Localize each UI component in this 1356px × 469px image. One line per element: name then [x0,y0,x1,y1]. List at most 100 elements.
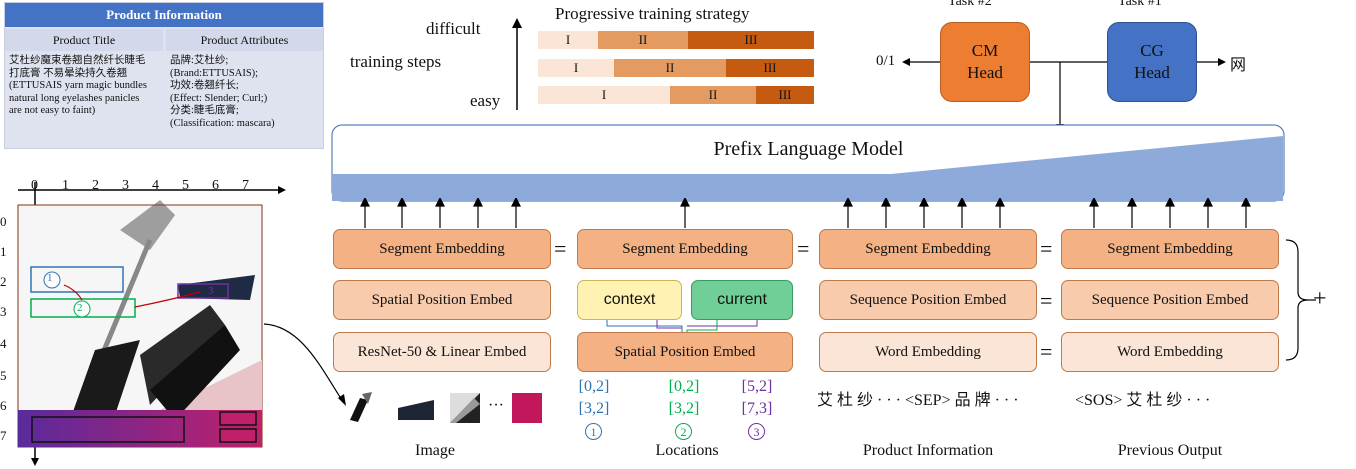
sum-brace [1285,239,1316,361]
box-1 [30,266,124,293]
overlay-num-2: 2 [77,302,83,314]
product-attributes-header: Product Attributes [166,29,323,51]
mascara-wand-illustration [70,200,255,430]
task2-label: Task #2 [948,0,992,9]
y-axis-arrow [31,458,39,466]
previous-segment-embedding: Segment Embedding [1061,229,1279,269]
y-tick-0: 0 [0,214,7,229]
cg-head: CG Head [1107,22,1197,102]
loc3-a: [5,2] [741,378,773,395]
context-current-links [606,320,758,332]
loc3-marker: 3 [748,423,765,440]
overlay-num-1: 1 [47,272,53,284]
product-tokens: 艾 杜 纱 · · · <SEP> 品 牌 · · · [817,392,1019,409]
stage-1: I [538,31,598,49]
locations-label: Locations [655,442,719,459]
product-sequence-position-embed: Sequence Position Embed [819,280,1037,320]
x-tick-2: 2 [92,178,99,193]
stage-2: II [614,59,726,77]
progressive-title: Progressive training strategy [555,4,750,23]
product-title-header: Product Title [5,29,163,51]
equals-3: = [1040,236,1053,261]
red-arrow-1 [63,284,83,301]
loc2-b: [3,2] [668,400,700,417]
loc1-a: [0,2] [578,378,610,395]
product-info-table: Product Information Product Title Produc… [4,2,324,149]
x-tick-6: 6 [212,178,219,193]
locations-spatial-position-embed: Spatial Position Embed [577,332,793,372]
overlay-num-3: 3 [208,285,214,297]
stage-2: II [598,31,688,49]
image-spatial-position-embed: Spatial Position Embed [333,280,551,320]
product-table-title: Product Information [5,3,323,27]
product-attributes-cell: 品牌:艾杜纱; (Brand:ETTUSAIS); 功效:卷翘纤长; (Effe… [170,55,275,129]
grid-image-figure [17,182,286,466]
product-information-label: Product Information [862,442,994,459]
prefix-lm-block [331,124,1285,202]
loc1-marker: 1 [585,423,602,440]
patch-ellipsis: ··· [488,397,504,414]
input-arrows [360,198,1251,228]
stage-1: I [538,59,614,77]
image-resnet-embed: ResNet-50 & Linear Embed [333,332,551,372]
stage-3: III [726,59,814,77]
y-tick-3: 3 [0,304,7,319]
product-segment-embedding: Segment Embedding [819,229,1037,269]
easy-label: easy [470,91,501,110]
product-title-cell: 艾杜纱魔束卷翘自然纤长睫毛 打底膏 不易晕染持久卷翘 (ETTUSAIS yar… [9,55,147,116]
x-tick-1: 1 [62,178,69,193]
previous-sequence-position-embed: Sequence Position Embed [1061,280,1279,320]
locations-segment-embedding: Segment Embedding [577,229,793,269]
y-tick-4: 4 [0,336,7,351]
progress-bar-row-2: I II III [538,59,814,77]
loc3-b: [7,3] [741,400,773,417]
box-3 [177,283,229,299]
image-patches [346,392,542,423]
product-word-embedding: Word Embedding [819,332,1037,372]
cg-output-label: 网 [1230,57,1247,74]
equals-2: = [797,236,810,261]
current-embed: current [691,280,793,320]
x-tick-3: 3 [122,178,129,193]
y-tick-7: 7 [0,428,7,443]
loc1-b: [3,2] [578,400,610,417]
prefix-lm-title: Prefix Language Model [713,138,904,160]
context-embed: context [577,280,682,320]
equals-5: = [1040,339,1053,364]
task1-label: Task #1 [1118,0,1162,9]
equals-1: = [554,236,567,261]
loc2-marker: 2 [675,423,692,440]
progress-bar-row-3: I II III [538,86,814,104]
previous-output-label: Previous Output [1117,442,1223,459]
plus-sign: + [1313,286,1327,312]
y-tick-1: 1 [0,244,7,259]
circle-1 [43,271,61,289]
x-tick-0: 0 [31,178,38,193]
stage-3: III [688,31,814,49]
x-tick-7: 7 [242,178,249,193]
stage-2: II [670,86,756,104]
previous-tokens: <SOS> 艾 杜 纱 · · · [1075,392,1211,409]
red-arrow-2 [134,291,201,308]
difficult-label: difficult [426,19,481,38]
x-tick-4: 4 [152,178,159,193]
x-axis-arrow [278,186,286,194]
loc2-a: [0,2] [668,378,700,395]
cm-head: CM Head [940,22,1030,102]
stage-3: III [756,86,814,104]
y-tick-2: 2 [0,274,7,289]
y-tick-5: 5 [0,368,7,383]
y-tick-6: 6 [0,398,7,413]
training-steps-label: training steps [350,52,442,71]
image-segment-embedding: Segment Embedding [333,229,551,269]
circle-2 [73,300,91,318]
difficulty-arrow [512,18,522,110]
previous-word-embedding: Word Embedding [1061,332,1279,372]
head-connectors [902,58,1226,130]
x-tick-5: 5 [182,178,189,193]
progress-bar-row-1: I II III [538,31,814,49]
stage-1: I [538,86,670,104]
image-to-patches-connector [263,323,346,406]
image-label: Image [415,442,455,459]
cm-output-label: 0/1 [876,53,896,69]
